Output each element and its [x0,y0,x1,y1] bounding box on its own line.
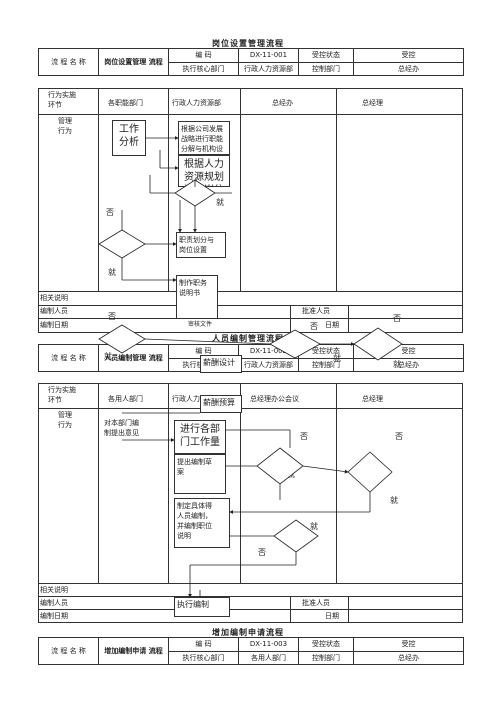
doc2-top-yes-label: 就 [333,354,341,363]
doc1-title: 岗位设置管理流程 [212,39,284,48]
doc2-flow-label: 流 程 名 称 [38,344,99,372]
doc1-approval-doc-label: 审核文件 [188,321,213,328]
doc1-yes2-label: 就 [108,268,116,277]
doc1-lane-4: 总经理 [362,99,383,107]
doc2-approve-d-diamond [347,451,393,493]
doc2-det-text-box: 制定具体得 人员编制， 并编制职位 说明 [174,498,230,548]
doc2-approve-date-label: 日期 [325,612,339,620]
doc2-dept-report-text: 对本部门编 制提出意见 [104,419,139,437]
doc1-flow-label: 流 程 名 称 [38,48,99,76]
doc2-lane-3: 总经理办公会议 [250,395,299,403]
doc2-yes-label: 就 [104,352,112,361]
doc2-no-a-label: 否 [300,432,308,441]
doc2-mgmt-label: 管理 行为 [58,411,72,429]
doc1-status-value: 受控 [353,48,464,63]
doc2-salary-design-box: 薪酬设计 [200,355,242,373]
doc1-gm-office: 总经办 [353,61,464,76]
doc1-exec-dept: 执行核心部门 [168,61,239,76]
doc1-lane-2: 行政人力资源部 [172,99,221,107]
doc2-lane-1: 各用人部门 [108,395,143,403]
doc2-yes-c-label: 就 [310,522,318,531]
doc2-edit-date-label: 编制日期 [40,612,68,620]
doc2-flow-frame [38,383,463,623]
doc1-approve-date-label: 日期 [325,321,339,329]
doc2-top-review-diamond [269,329,321,359]
doc2-top-approve-diamond [353,327,403,361]
doc2-no-c-label: 否 [258,548,266,557]
doc2-dept-work-box: 进行各部 门工作量 [174,420,226,454]
doc2-top-no-label: 否 [310,322,318,331]
doc2-review2-diamond [273,519,319,553]
doc1-flow-frame [38,88,463,333]
doc2-approver-label: 批准人员 [302,599,330,607]
doc2-gm-office: 总经办 [353,357,464,372]
doc1-make-desc-box: 制作职务 说明书 [176,275,218,319]
doc1-approver-label: 批准人员 [302,307,330,315]
doc2-lane-4: 总经理 [362,395,383,403]
doc1-no2-label: 否 [108,312,116,321]
doc1-related-label: 相关说明 [40,294,68,302]
doc1-actor-label: 行为实施 环节 [48,91,76,109]
doc3-header-table: 流 程 名 称 增加编制申请 流程 编 码 DX-11-003 受控状态 受控 … [38,637,464,665]
doc1-mgmt-label: 管理 行为 [58,117,72,135]
doc1-editor-label: 编制人员 [40,307,68,315]
doc3-title: 增加编制申请流程 [212,628,284,637]
doc2-review1-diamond [256,447,304,485]
doc1-status-label: 受控状态 [298,48,354,63]
doc1-header-table: 流 程 名 称 岗位设置管理 流程 编 码 DX-11-001 受控状态 受控 … [38,48,464,76]
doc2-top-no2-label: 否 [393,314,401,323]
doc3-flow-label: 流 程 名 称 [38,637,99,665]
doc2-title: 人员编制管理流程 [212,334,284,343]
doc2-execute-box: 执行编制 [174,597,230,617]
doc1-no1-label: 否 [106,208,114,217]
doc2-editor-label: 编制人员 [40,599,68,607]
doc2-flow-name: 人员编制管理 流程 [98,344,169,372]
doc1-work-analysis-box: 工作 分析 [112,120,146,156]
doc2-actor-label: 行为实施 环节 [48,386,76,404]
doc2-propose-box: 提出编制草 案 [174,454,226,494]
doc1-lane-1: 各职能部门 [108,99,143,107]
doc3-flow-name: 增加编制申请 流程 [98,637,169,665]
doc2-lane-2: 行政人力资源部 [172,395,221,403]
doc2-related-label: 相关说明 [40,586,68,594]
doc1-edit-date-label: 编制日期 [40,321,68,329]
doc2-opinion-diamond [98,324,146,354]
doc3-gm-office: 总经办 [353,650,464,665]
doc2-salary-budget-box: 薪酬预算 [200,395,242,413]
doc1-duty-split-box: 职责划分与 岗位设置 [176,232,226,258]
doc2-no-b-label: 否 [395,432,403,441]
doc1-approve-yes-label: 就 [216,198,224,207]
doc1-lane-3: 总经办 [272,99,293,107]
doc1-org-text-box: 根据公司发展 战略进行职能 分解与机构设 [178,121,230,155]
doc1-opinion-diamond [98,229,146,259]
doc2-top-yes2-label: 就 [393,360,401,369]
doc3-exec-dept: 执行核心部门 [168,650,239,665]
doc2-yes-b-label: 就 [390,496,398,505]
